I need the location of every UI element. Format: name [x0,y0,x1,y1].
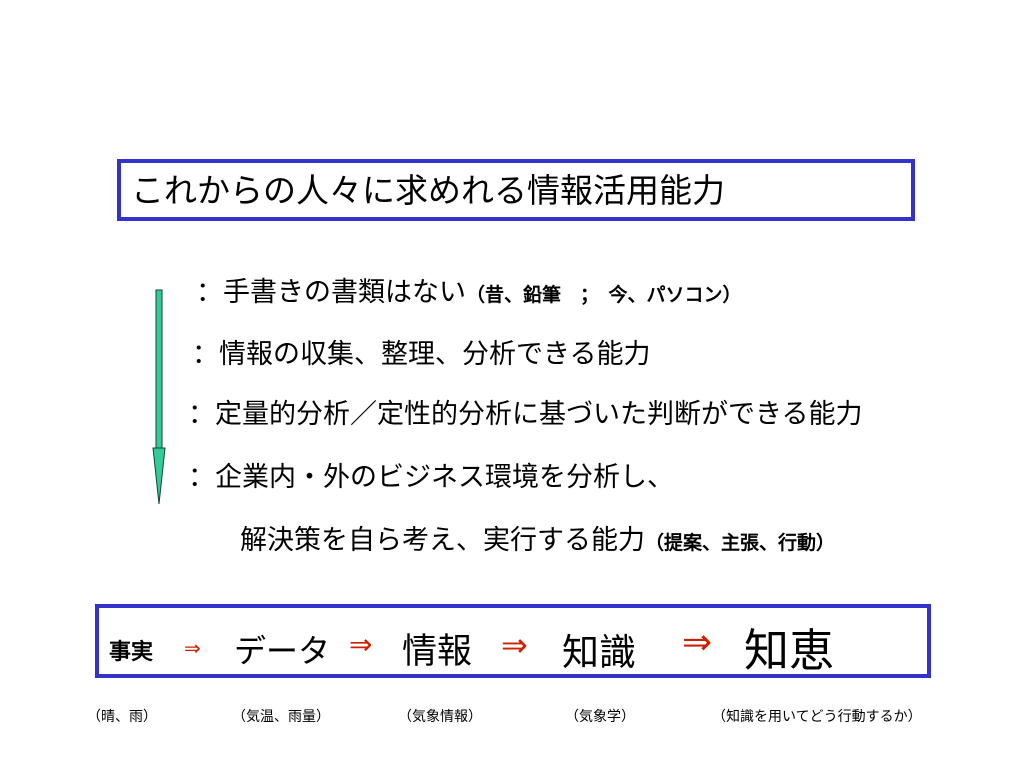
title-box: これからの人々に求めれる情報活用能力 [117,159,915,221]
item-text: ：情報の収集、整理、分析できる能力 [192,339,651,370]
list-item: ：定量的分析／定性的分析に基づいた判断ができる能力 [188,398,862,432]
page-title: これからの人々に求めれる情報活用能力 [131,171,725,210]
flow-knowledge: 知識 [562,631,636,674]
item-note: （昔、鉛筆 ； 今、パソコン） [466,284,742,306]
item-text: ：手書きの書類はない [196,277,466,308]
caption-data: （気温、雨量） [232,709,330,725]
flow-arrow: ⇒ [682,622,713,663]
list-item: ：情報の収集、整理、分析できる能力 [192,338,650,372]
flow-fact: 事実 [109,640,154,665]
down-arrow-icon [152,289,166,505]
list-item: ：企業内・外のビジネス環境を分析し、 [188,461,674,495]
item-note: （提案、主張、行動） [645,532,836,554]
flow-box: 事実 ⇒ データ ⇒ 情報 ⇒ 知識 ⇒ 知恵 [95,604,931,678]
caption-wisdom: （知識を用いてどう行動するか） [712,709,922,725]
caption-info: （気象情報） [398,709,482,725]
item-text: ：企業内・外のビジネス環境を分析し、 [188,462,674,493]
list-item: ：手書きの書類はない（昔、鉛筆 ； 今、パソコン） [196,276,742,312]
flow-arrow: ⇒ [184,636,201,660]
item-text: 解決策を自ら考え、実行する能力 [240,525,645,556]
caption-fact: （晴、雨） [87,709,157,725]
flow-arrow: ⇒ [501,626,528,664]
list-item: 解決策を自ら考え、実行する能力（提案、主張、行動） [240,524,835,560]
flow-info: 情報 [402,632,473,672]
item-text: ：定量的分析／定性的分析に基づいた判断ができる能力 [188,399,863,430]
flow-wisdom: 知恵 [744,624,835,677]
flow-arrow: ⇒ [349,628,373,661]
flow-data: データ [234,632,331,670]
caption-knowledge: （気象学） [565,709,635,725]
